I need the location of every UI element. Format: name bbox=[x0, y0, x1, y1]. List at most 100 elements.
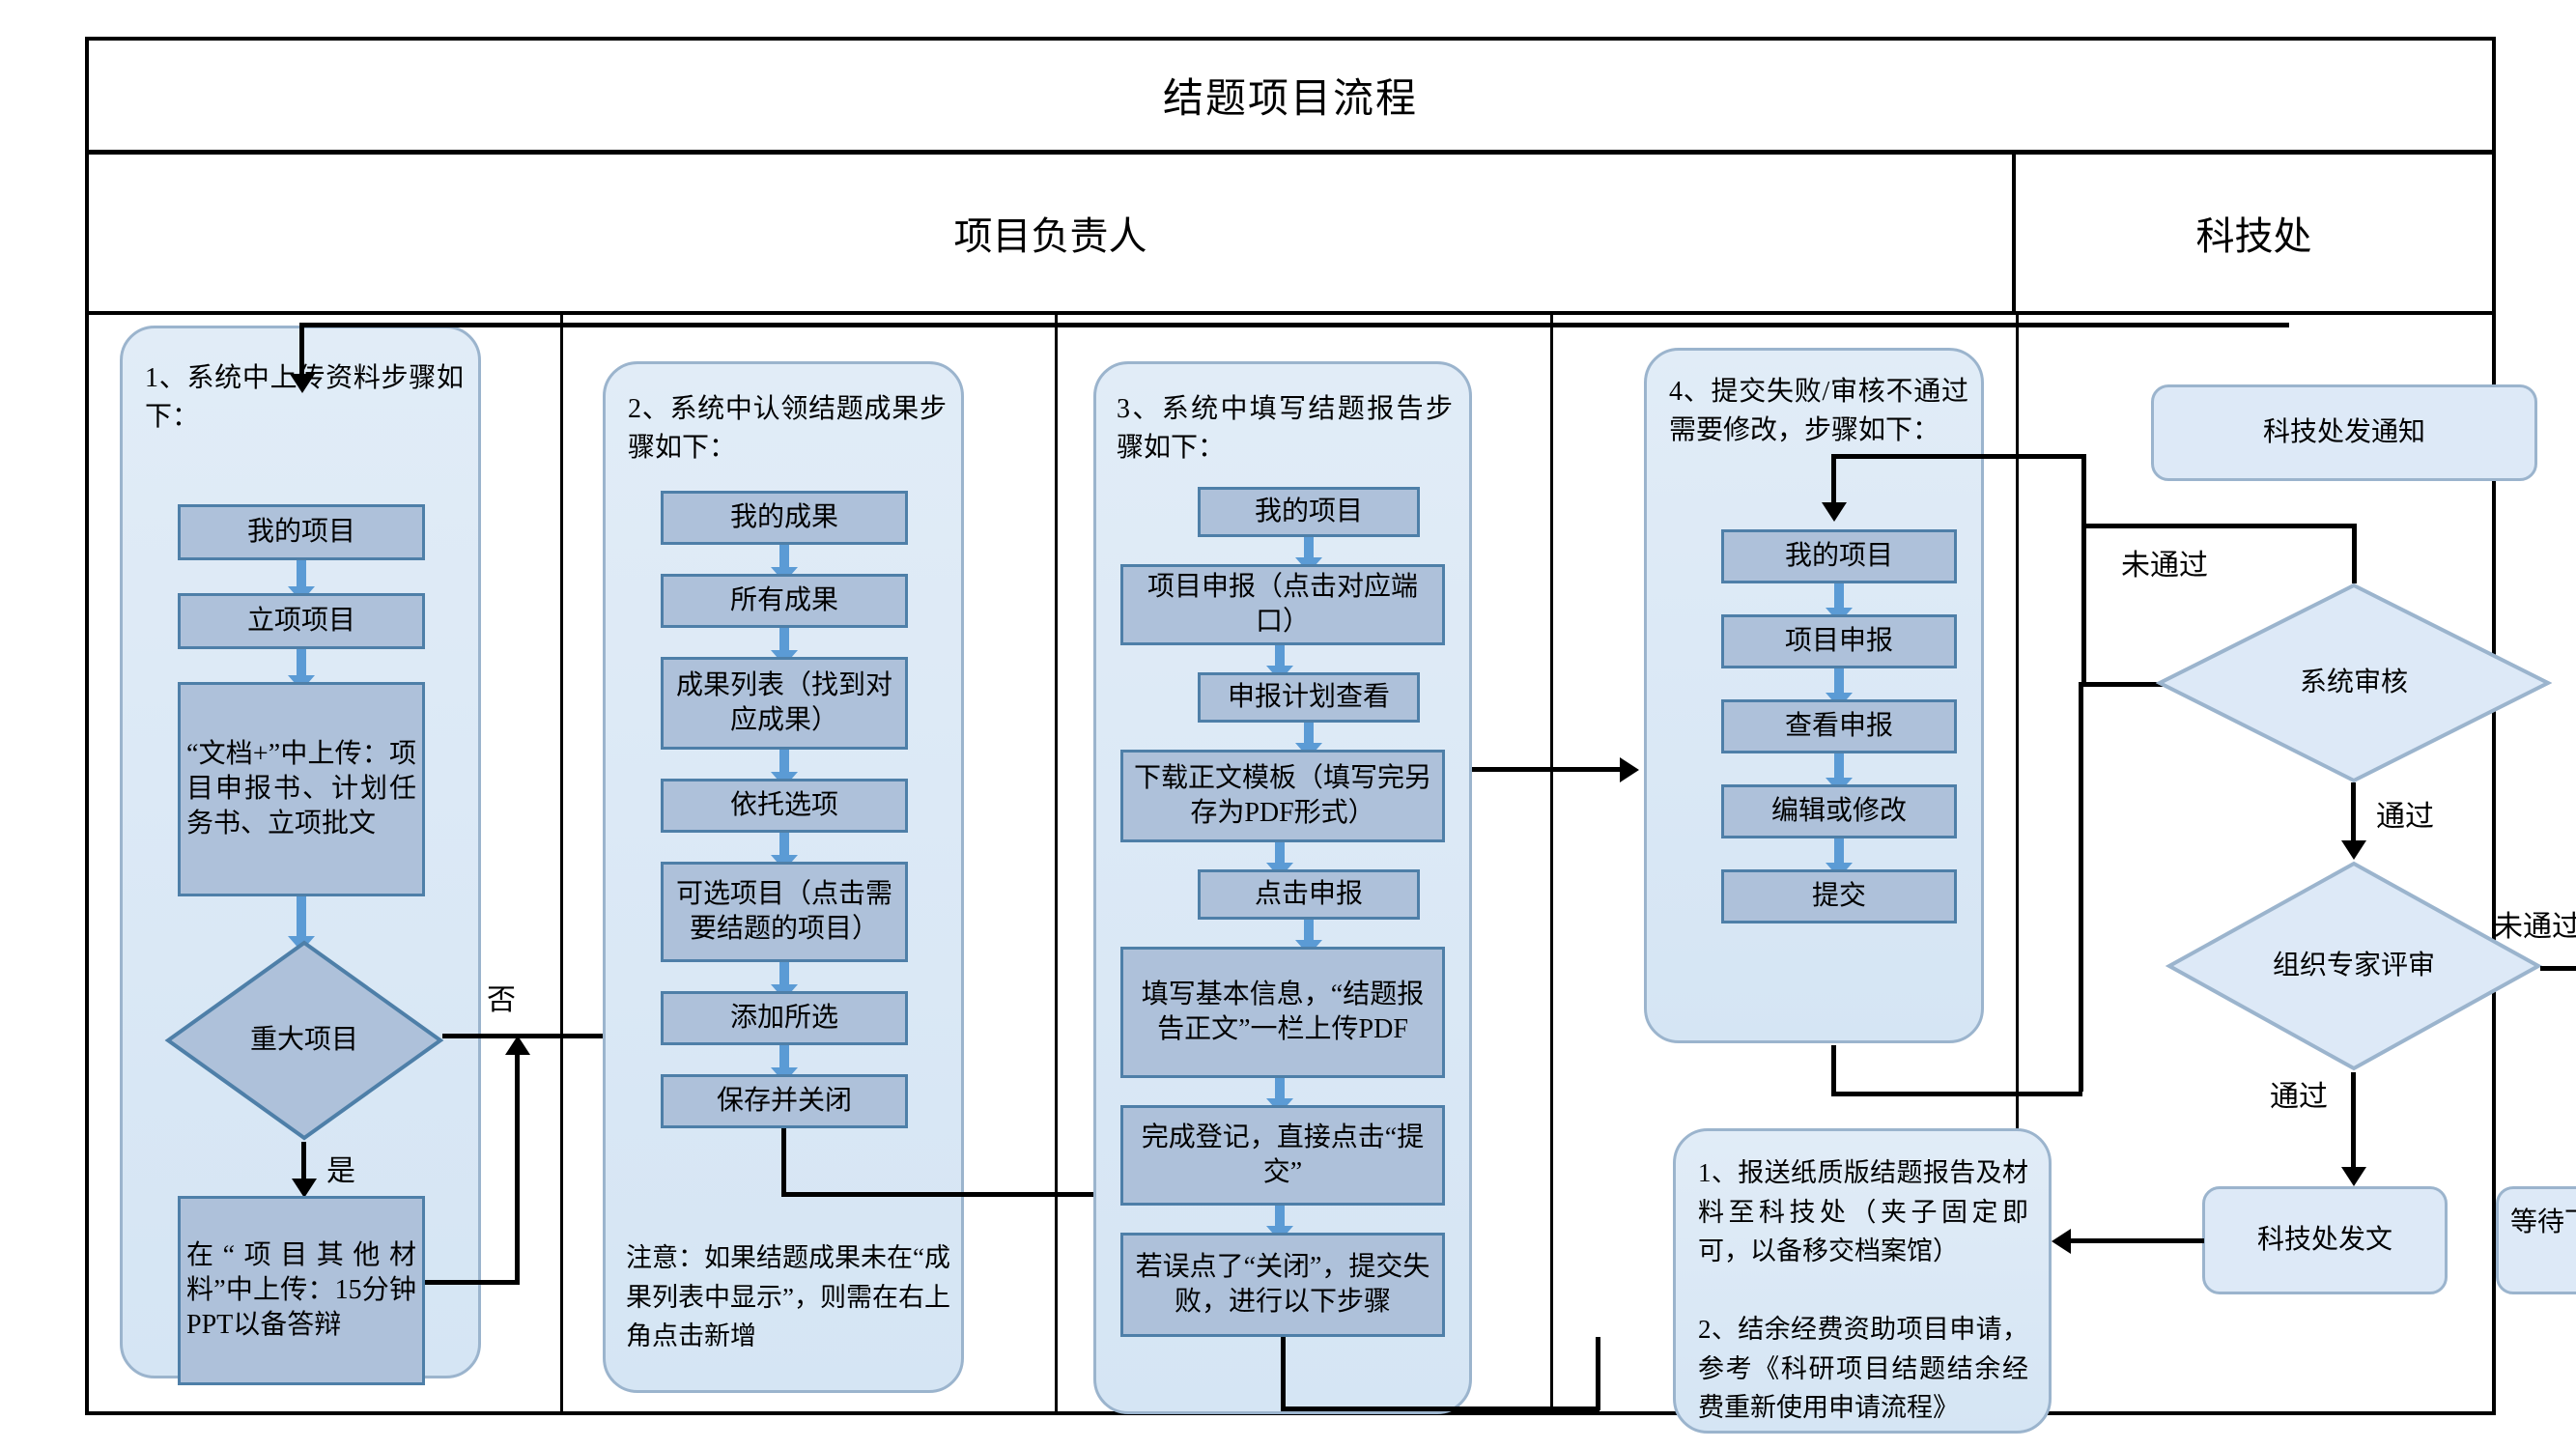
line-no-branch-h bbox=[442, 1034, 624, 1038]
line-entry-col1-v bbox=[299, 323, 304, 381]
decision-expert-review-label: 组织专家评审 bbox=[2272, 950, 2435, 980]
arrow-c3-6 bbox=[1266, 1078, 1293, 1114]
arrow-c2-1 bbox=[771, 545, 798, 582]
column-separator-4 bbox=[2016, 315, 2019, 1411]
arrow-c3-7 bbox=[1266, 1206, 1293, 1241]
line-ppt-loop-h bbox=[425, 1280, 520, 1285]
line-sysreview-fail-h bbox=[2086, 524, 2357, 528]
arrow-c1-3 bbox=[288, 896, 315, 952]
step-download-template[interactable]: 下载正文模板（填写完另存为PDF形式） bbox=[1120, 750, 1445, 842]
line-c3-bottom-v2 bbox=[1596, 1337, 1600, 1410]
decision-major-project[interactable]: 重大项目 bbox=[164, 939, 444, 1142]
arrowhead-c4-entry bbox=[1822, 502, 1847, 522]
lane-header-project-leader: 项目负责人 bbox=[89, 155, 2016, 311]
line-expert-fail-h bbox=[2540, 966, 2576, 971]
node-wait-next-batch[interactable]: 等待下一批结题申请 bbox=[2496, 1186, 2576, 1294]
chart-title-row: 结题项目流程 bbox=[89, 41, 2492, 155]
step-my-project-1[interactable]: 我的项目 bbox=[178, 504, 425, 560]
decision-system-review-label: 系统审核 bbox=[2299, 667, 2408, 697]
decision-system-review[interactable]: 系统审核 bbox=[2155, 582, 2553, 784]
lane-label-tech-office: 科技处 bbox=[2195, 214, 2312, 258]
line-c3-bottom-h bbox=[1281, 1406, 1599, 1411]
step-my-project-4[interactable]: 我的项目 bbox=[1721, 529, 1957, 583]
step-all-results[interactable]: 所有成果 bbox=[661, 574, 908, 628]
decision-major-project-label: 重大项目 bbox=[249, 1024, 358, 1055]
step-result-list[interactable]: 成果列表（找到对应成果） bbox=[661, 657, 908, 750]
step-edit-or-modify[interactable]: 编辑或修改 bbox=[1721, 784, 1957, 838]
step-my-results[interactable]: 我的成果 bbox=[661, 491, 908, 545]
step-support-option[interactable]: 依托选项 bbox=[661, 779, 908, 833]
panel-column-4-note bbox=[1673, 1128, 2052, 1434]
step-upload-docs[interactable]: “文档+”中上传：项目申报书、计划任务书、立项批文 bbox=[178, 682, 425, 896]
line-c2-to-c3-h bbox=[781, 1192, 1124, 1197]
panel-3-heading: 3、系统中填写结题报告步骤如下： bbox=[1117, 394, 1453, 463]
arrow-c4-4 bbox=[1826, 838, 1853, 878]
label-yes-col1: 是 bbox=[326, 1155, 355, 1187]
column-separator-1 bbox=[560, 315, 563, 1411]
lane-header-tech-office: 科技处 bbox=[2016, 155, 2492, 311]
arrowhead-issuedoc-to-note bbox=[2052, 1229, 2071, 1254]
panel-2-heading: 2、系统中认领结题成果步骤如下： bbox=[628, 394, 947, 463]
line-sysreview-pass-v bbox=[2351, 782, 2356, 852]
line-c4-entry-v bbox=[1831, 454, 1836, 510]
line-sysreview-fail-v bbox=[2352, 524, 2357, 583]
lane-header-row: 项目负责人 科技处 bbox=[89, 155, 2492, 315]
step-if-closed-failed[interactable]: 若误点了“关闭”，提交失败，进行以下步骤 bbox=[1120, 1233, 1445, 1337]
arrowhead-c1-yes bbox=[292, 1179, 317, 1198]
arrow-c4-3 bbox=[1826, 753, 1853, 793]
step-fill-basic-info[interactable]: 填写基本信息，“结题报告正文”一栏上传PDF bbox=[1120, 947, 1445, 1078]
arrow-c2-3 bbox=[771, 750, 798, 787]
arrowhead-c3-to-c4 bbox=[1620, 757, 1639, 782]
arrowhead-sysreview-pass bbox=[2341, 840, 2366, 860]
panel-column-4 bbox=[1644, 348, 1984, 1043]
line-issuedoc-to-note-h bbox=[2071, 1238, 2204, 1243]
line-c1-yes bbox=[301, 1142, 306, 1190]
step-add-selected[interactable]: 添加所选 bbox=[661, 991, 908, 1045]
step-my-project-3[interactable]: 我的项目 bbox=[1198, 487, 1420, 537]
step-save-and-close[interactable]: 保存并关闭 bbox=[661, 1074, 908, 1128]
arrow-c3-2 bbox=[1266, 645, 1293, 681]
panel-4-heading: 4、提交失败/审核不通过需要修改，步骤如下： bbox=[1669, 377, 1968, 445]
arrow-c4-2 bbox=[1826, 668, 1853, 708]
line-entry-col1-h bbox=[299, 323, 2289, 327]
step-finish-register[interactable]: 完成登记，直接点击“提交” bbox=[1120, 1105, 1445, 1206]
step-view-declaration[interactable]: 查看申报 bbox=[1721, 699, 1957, 753]
arrowhead-expert-pass bbox=[2341, 1167, 2366, 1186]
decision-expert-review[interactable]: 组织专家评审 bbox=[2165, 860, 2543, 1072]
line-c2-to-c3-v1 bbox=[781, 1128, 786, 1196]
arrowhead-ppt-loop bbox=[505, 1036, 530, 1055]
step-selectable-project[interactable]: 可选项目（点击需要结题的项目） bbox=[661, 862, 908, 962]
step-approved-project[interactable]: 立项项目 bbox=[178, 593, 425, 649]
arrow-c3-3 bbox=[1295, 723, 1322, 758]
label-sys-review-pass: 通过 bbox=[2376, 801, 2434, 833]
step-click-declare[interactable]: 点击申报 bbox=[1198, 869, 1420, 920]
step-submit[interactable]: 提交 bbox=[1721, 869, 1957, 923]
line-c4-entry-h bbox=[1831, 454, 2086, 459]
step-view-plan[interactable]: 申报计划查看 bbox=[1198, 672, 1420, 723]
line-c3-bottom-v bbox=[1281, 1337, 1286, 1410]
line-ppt-loop-v bbox=[515, 1051, 520, 1283]
panel-2-note: 注意：如果结题成果未在“成果列表中显示”，则需在右上角点击新增 bbox=[626, 1243, 950, 1350]
node-tech-office-notice[interactable]: 科技处发通知 bbox=[2151, 384, 2537, 481]
line-c3-to-c4-h bbox=[1472, 767, 1627, 772]
label-expert-review-pass: 通过 bbox=[2270, 1081, 2328, 1113]
arrow-c1-1 bbox=[288, 560, 315, 602]
lane-label-project-leader: 项目负责人 bbox=[953, 214, 1147, 258]
step-upload-ppt[interactable]: 在“项目其他材料”中上传：15分钟PPT以备答辩 bbox=[178, 1196, 425, 1385]
line-submit-out-v bbox=[1831, 1045, 1836, 1095]
diamond-shape-icon bbox=[2155, 582, 2553, 783]
line-submit-out-v2 bbox=[2079, 682, 2083, 1092]
node-tech-office-issue-doc[interactable]: 科技处发文 bbox=[2202, 1186, 2448, 1294]
swimlane-frame: 结题项目流程 项目负责人 科技处 1、系统中上传资料步骤如下： 我的项目 立项项… bbox=[85, 37, 2576, 1434]
label-expert-review-fail: 未通过 bbox=[2494, 911, 2576, 943]
step-project-declaration[interactable]: 项目申报（点击对应端口） bbox=[1120, 564, 1445, 645]
arrow-c2-6 bbox=[771, 1045, 798, 1083]
step-project-declaration-4[interactable]: 项目申报 bbox=[1721, 614, 1957, 668]
chart-title: 结题项目流程 bbox=[1162, 77, 1418, 122]
arrow-c3-5 bbox=[1295, 920, 1322, 955]
panel-1-heading: 1、系统中上传资料步骤如下： bbox=[145, 363, 464, 432]
label-sys-review-fail: 未通过 bbox=[2121, 550, 2208, 582]
line-expert-pass-v bbox=[2351, 1072, 2356, 1179]
arrow-c2-4 bbox=[771, 833, 798, 870]
